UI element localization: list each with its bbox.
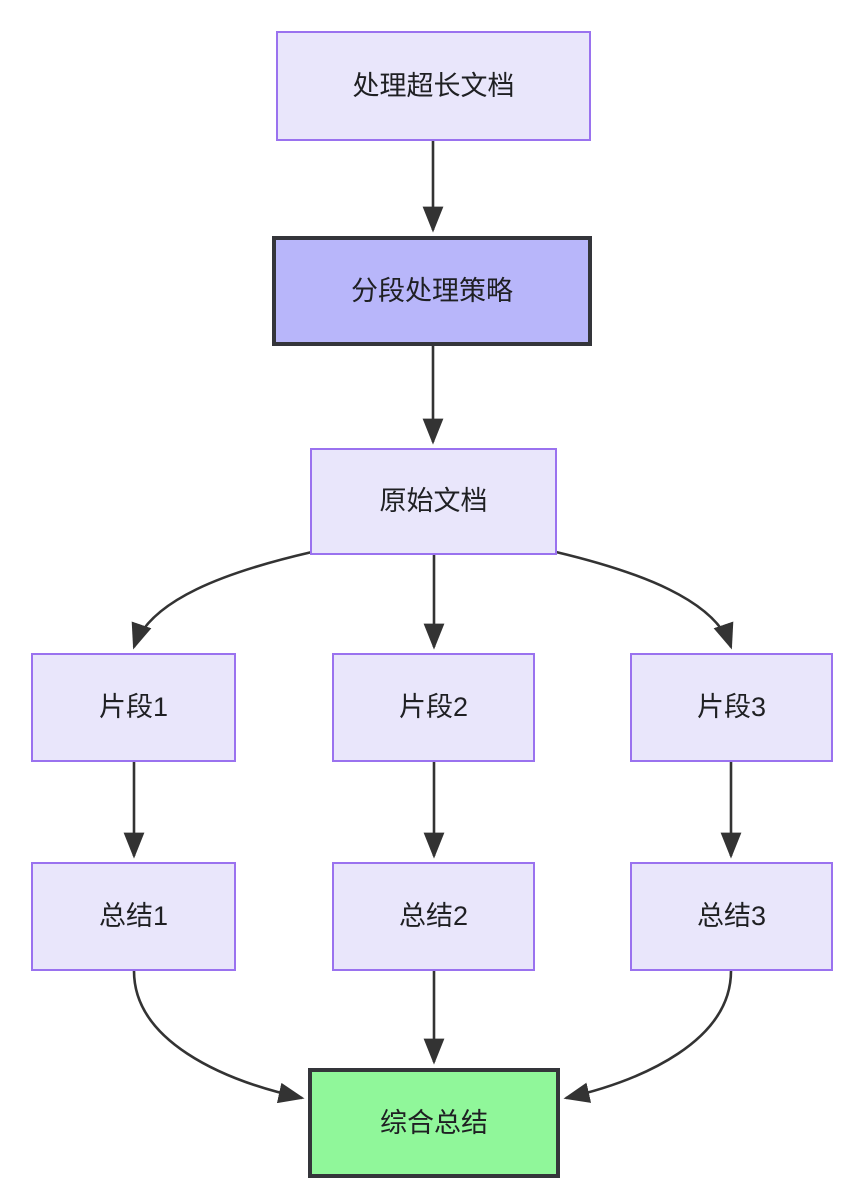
node-summary1[interactable]: 总结1: [31, 862, 236, 971]
node-summary2[interactable]: 总结2: [332, 862, 535, 971]
node-label-final: 综合总结: [380, 1107, 488, 1138]
node-label-summary2: 总结2: [398, 901, 469, 932]
node-label-raw_doc: 原始文档: [379, 486, 488, 517]
node-label-summary1: 总结1: [98, 901, 169, 932]
node-label-summary3: 总结3: [696, 901, 767, 932]
node-chunk3[interactable]: 片段3: [630, 653, 833, 762]
node-raw_doc[interactable]: 原始文档: [310, 448, 557, 555]
node-summary3[interactable]: 总结3: [630, 862, 833, 971]
node-label-doc_long: 处理超长文档: [352, 70, 515, 101]
node-chunk1[interactable]: 片段1: [31, 653, 236, 762]
node-strategy[interactable]: 分段处理策略: [272, 236, 592, 346]
edge-raw_doc-to-chunk3: [555, 550, 734, 650]
node-final[interactable]: 综合总结: [308, 1068, 560, 1178]
node-label-chunk2: 片段2: [398, 692, 469, 723]
node-label-chunk3: 片段3: [696, 692, 767, 723]
node-chunk2[interactable]: 片段2: [332, 653, 535, 762]
edge-summary3-to-final: [563, 970, 733, 1103]
node-label-chunk1: 片段1: [98, 692, 169, 723]
node-label-strategy: 分段处理策略: [351, 275, 513, 306]
node-doc_long[interactable]: 处理超长文档: [276, 31, 591, 141]
edge-summary1-to-final: [132, 970, 305, 1104]
edge-raw_doc-to-chunk1: [131, 550, 313, 650]
